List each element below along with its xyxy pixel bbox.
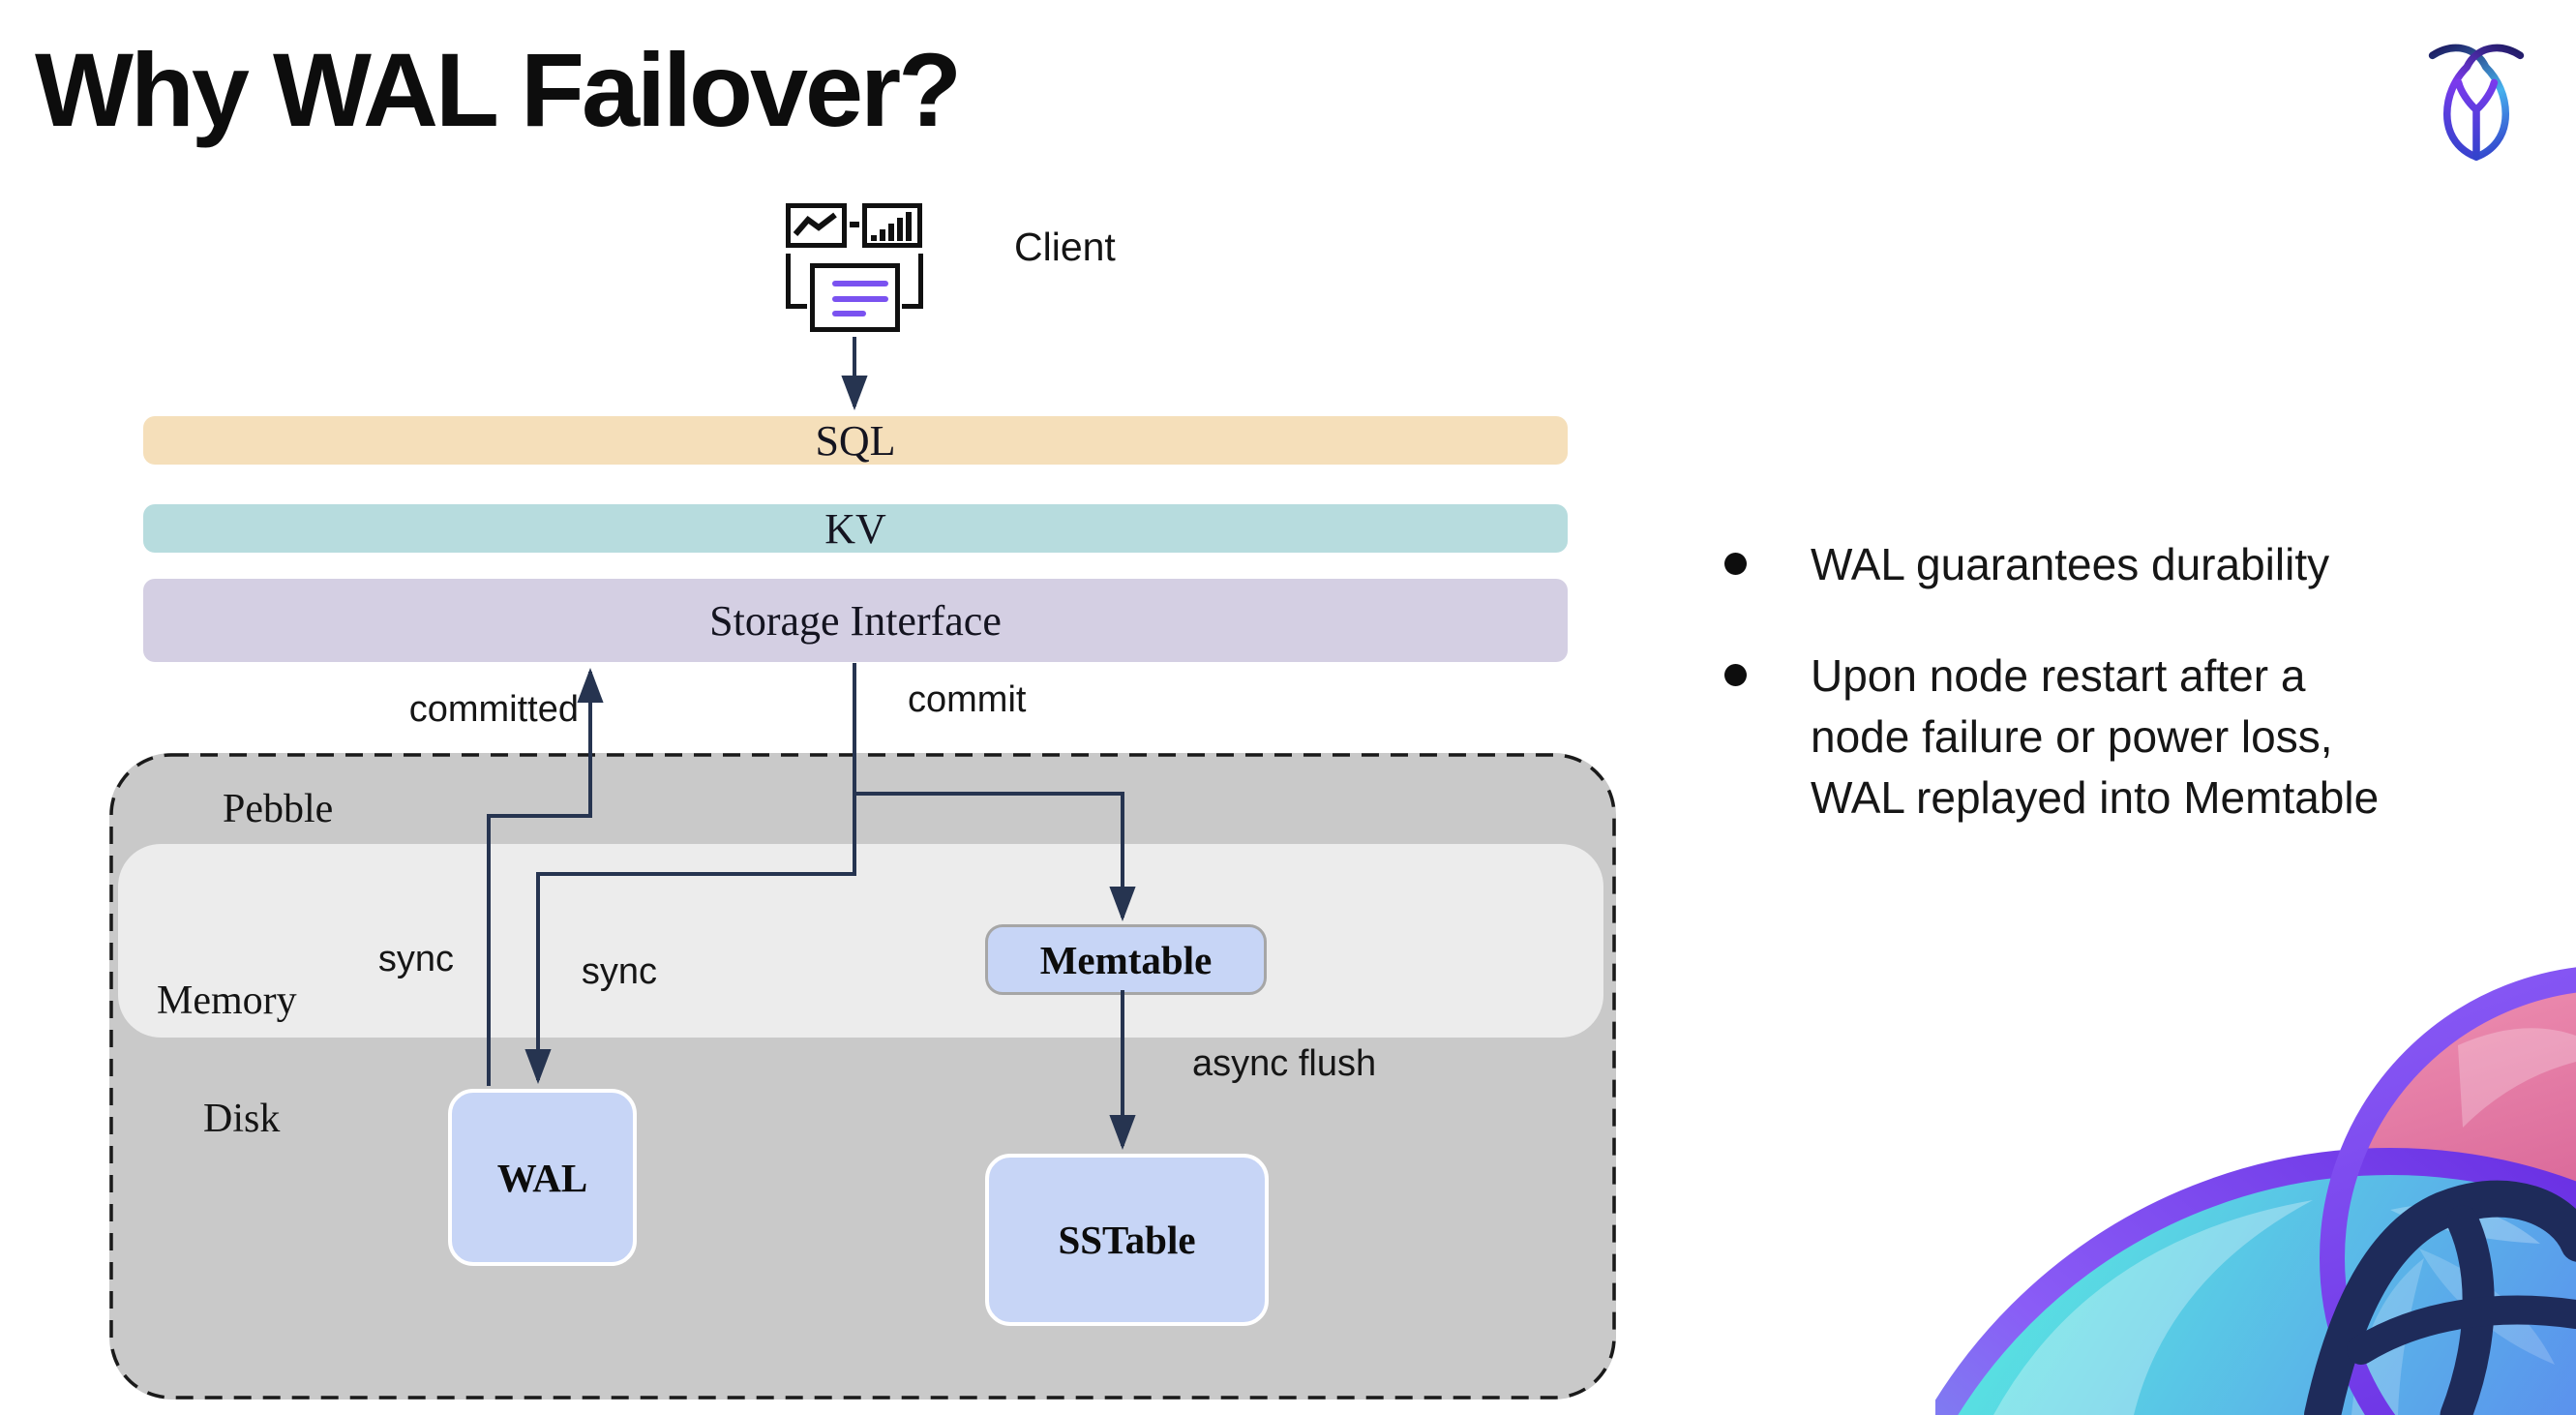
bullet-dot-icon: [1724, 553, 1747, 575]
memtable-label: Memtable: [1039, 937, 1213, 982]
disk-label: Disk: [203, 1097, 281, 1141]
committed-edge-label: committed: [408, 689, 579, 730]
sstable-node: SSTable: [985, 1154, 1269, 1326]
pebble-label: Pebble: [223, 787, 334, 831]
document-text-line: [832, 296, 888, 302]
client-linechart-icon: [786, 203, 847, 248]
sync-wal-edge-label: sync: [377, 939, 455, 979]
cockroachdb-logo-icon: [2428, 44, 2525, 161]
sync-commit-edge-label: sync: [581, 951, 658, 992]
layer-sql-label: SQL: [815, 416, 896, 465]
sstable-label: SSTable: [1058, 1218, 1196, 1262]
diagram-arrows: [487, 337, 1136, 1150]
edge-commit-to-memtable: [854, 792, 1136, 921]
bullet-list: WAL guarantees durability Upon node rest…: [1724, 534, 2557, 828]
client-label: Client: [1014, 225, 1116, 269]
memtable-node: Memtable: [985, 924, 1267, 995]
document-text-line: [832, 311, 866, 316]
wal-node: WAL: [448, 1089, 637, 1266]
list-item: WAL guarantees durability: [1724, 534, 2557, 595]
commit-edge-label: commit: [908, 679, 1027, 720]
document-text-line: [832, 281, 888, 286]
layer-kv: KV: [143, 504, 1568, 553]
client-icon-dash: [850, 222, 859, 227]
layer-storage-interface: Storage Interface: [143, 579, 1568, 662]
bullet-text: Upon node restart after a node failure o…: [1811, 650, 2380, 823]
layer-kv-label: KV: [824, 504, 886, 553]
bullet-text: WAL guarantees durability: [1811, 539, 2330, 589]
client-bracket-right: [902, 254, 923, 309]
edge-committed: [487, 668, 604, 1086]
wal-label: WAL: [496, 1155, 588, 1200]
bullet-dot-icon: [1724, 664, 1747, 686]
memory-zone: [118, 844, 1603, 1038]
async-flush-edge-label: async flush: [1192, 1043, 1377, 1084]
layer-storage-label: Storage Interface: [709, 596, 1002, 645]
list-item: Upon node restart after a node failure o…: [1724, 646, 2557, 828]
client-bracket-left: [786, 254, 807, 309]
client-barchart-icon: [862, 203, 922, 248]
layer-sql: SQL: [143, 416, 1568, 465]
page-title: Why WAL Failover?: [35, 31, 962, 148]
client-document-icon: [810, 263, 900, 332]
memory-label: Memory: [157, 978, 297, 1023]
brand-decoration-graphic: [1935, 967, 2576, 1415]
edge-commit-sync-wal: [524, 663, 856, 1084]
